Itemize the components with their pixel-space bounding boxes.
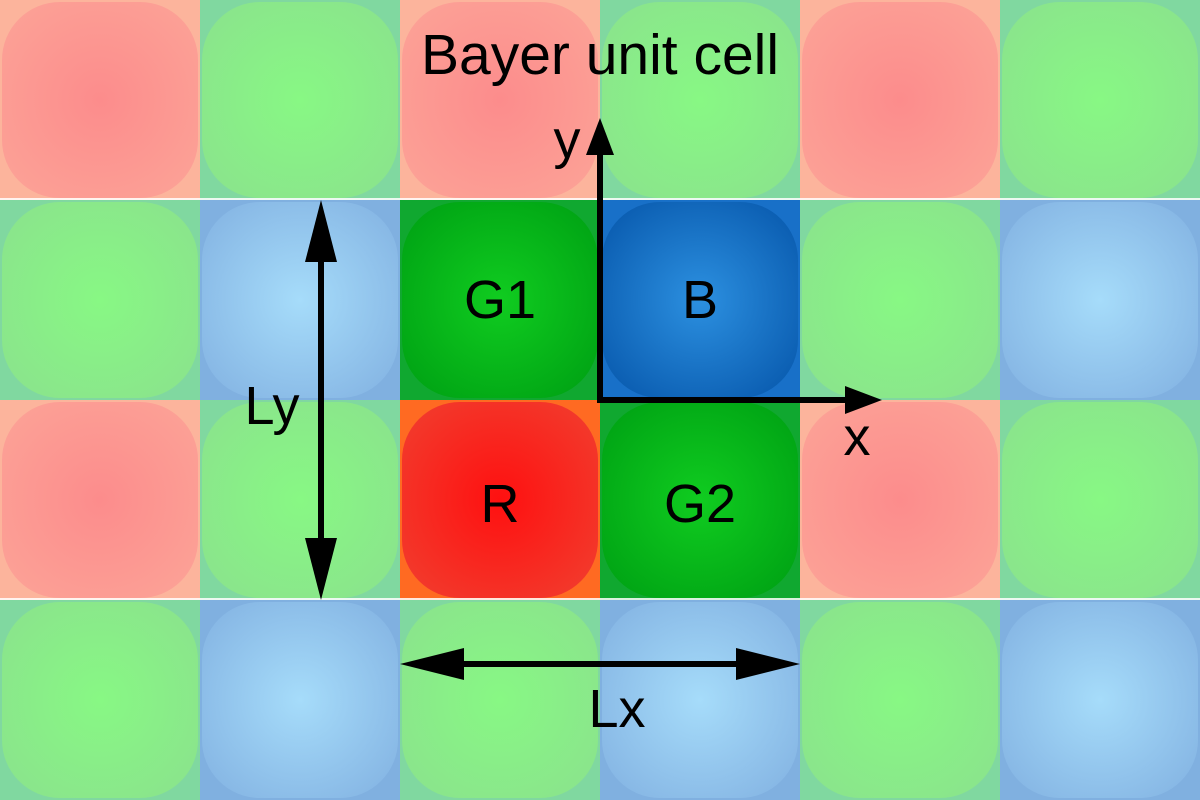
pixel-red <box>0 0 200 200</box>
pixel-green-microlens <box>402 602 598 798</box>
unit-cell <box>400 200 800 600</box>
pixel-green-microlens <box>202 2 398 198</box>
pixel-blue-microlens <box>602 602 798 798</box>
ly-arrowhead-bottom <box>305 538 337 600</box>
pixel-blue-microlens <box>202 602 398 798</box>
unit-cell-r-microlens <box>402 402 598 598</box>
unit-cell-g1 <box>400 200 600 400</box>
unit-cell-g2-microlens <box>602 402 798 598</box>
unit-cell-b-microlens <box>602 202 798 398</box>
y-axis-arrowhead <box>586 118 614 155</box>
y-axis-label: y <box>554 110 581 170</box>
pixel-red-microlens <box>2 2 198 198</box>
pixel-red-microlens <box>802 402 998 598</box>
pixel-blue <box>1000 600 1200 800</box>
pixel-blue <box>200 600 400 800</box>
cell-labels: G1 B R G2 <box>464 270 736 534</box>
x-axis-label: x <box>844 407 871 467</box>
pixel-green <box>200 400 400 600</box>
pixel-green <box>1000 400 1200 600</box>
lx-label: Lx <box>588 679 645 739</box>
pixel-green-microlens <box>1002 2 1198 198</box>
pixel-blue <box>200 200 400 400</box>
pixel-red <box>400 0 600 200</box>
pixel-green-microlens <box>802 602 998 798</box>
pixel-green <box>400 600 600 800</box>
pixel-blue <box>600 600 800 800</box>
cell-label-r: R <box>481 474 520 534</box>
cell-label-g2: G2 <box>664 474 736 534</box>
pixel-green <box>1000 0 1200 200</box>
cell-label-g1: G1 <box>464 270 536 330</box>
unit-cell-b <box>600 200 800 400</box>
pixel-blue-microlens <box>1002 202 1198 398</box>
pixel-green-microlens <box>202 402 398 598</box>
pixel-green-microlens <box>1002 402 1198 598</box>
pixel-green <box>0 600 200 800</box>
pixel-green-microlens <box>802 202 998 398</box>
lx-dimension: Lx <box>400 648 800 739</box>
pixel-red-microlens <box>2 402 198 598</box>
lx-arrowhead-left <box>400 648 464 680</box>
pixel-red <box>800 0 1000 200</box>
pixel-blue-microlens <box>1002 602 1198 798</box>
ly-label: Ly <box>244 376 299 436</box>
pixel-green <box>0 200 200 400</box>
pixel-green-microlens <box>2 602 198 798</box>
pixel-green <box>800 200 1000 400</box>
coordinate-axes: y x <box>554 110 882 467</box>
pixel-red <box>0 400 200 600</box>
pixel-green <box>800 600 1000 800</box>
row-separator-bottom <box>0 598 1200 600</box>
pixel-red-microlens <box>402 2 598 198</box>
x-axis-arrowhead <box>845 386 882 414</box>
lx-arrowhead-right <box>736 648 800 680</box>
pixel-green-microlens <box>2 202 198 398</box>
pixel-green <box>200 0 400 200</box>
diagram-title: Bayer unit cell <box>421 23 779 87</box>
pixel-green-microlens <box>602 2 798 198</box>
ly-dimension: Ly <box>244 200 337 600</box>
unit-cell-r <box>400 400 600 600</box>
cell-label-b: B <box>682 270 718 330</box>
unit-cell-g2 <box>600 400 800 600</box>
pixel-red <box>800 400 1000 600</box>
ly-arrowhead-top <box>305 200 337 262</box>
pixel-green <box>600 0 800 200</box>
pixel-blue-microlens <box>202 202 398 398</box>
unit-cell-g1-microlens <box>402 202 598 398</box>
pixel-blue <box>1000 200 1200 400</box>
pixel-red-microlens <box>802 2 998 198</box>
